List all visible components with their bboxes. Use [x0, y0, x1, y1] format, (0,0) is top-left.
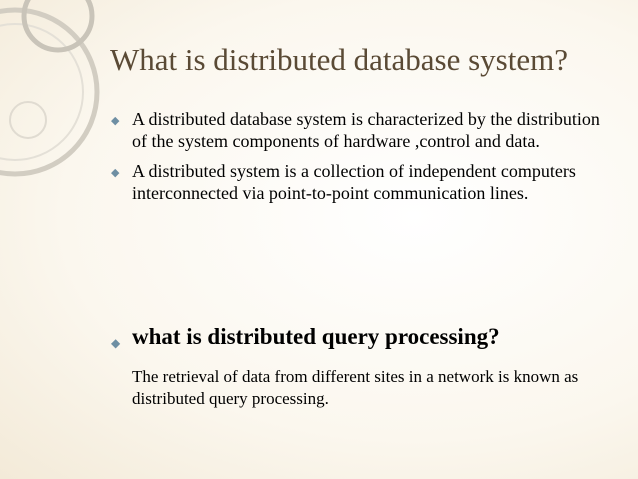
decorative-ring-large: [0, 7, 100, 177]
decorative-ring-tiny: [9, 101, 47, 139]
slide-title: What is distributed database system?: [110, 42, 568, 77]
bullet-text: A distributed database system is charact…: [132, 109, 600, 151]
bullet-text: A distributed system is a collection of …: [132, 161, 576, 203]
bullet-diamond-icon: ◆: [111, 167, 120, 179]
decorative-ring-small: [21, 0, 95, 53]
question-text: what is distributed query processing?: [132, 324, 500, 349]
bullet-diamond-icon: ◆: [111, 336, 121, 350]
bullet-diamond-icon: ◆: [111, 115, 120, 127]
bullet-list: ◆ A distributed database system is chara…: [108, 108, 608, 204]
bullet-item: ◆ A distributed database system is chara…: [108, 108, 608, 152]
question-heading: ◆ what is distributed query processing?: [108, 322, 500, 352]
decorative-ring-inner: [0, 23, 84, 161]
bullet-item: ◆ A distributed system is a collection o…: [108, 160, 608, 204]
answer-text: The retrieval of data from different sit…: [132, 367, 579, 408]
